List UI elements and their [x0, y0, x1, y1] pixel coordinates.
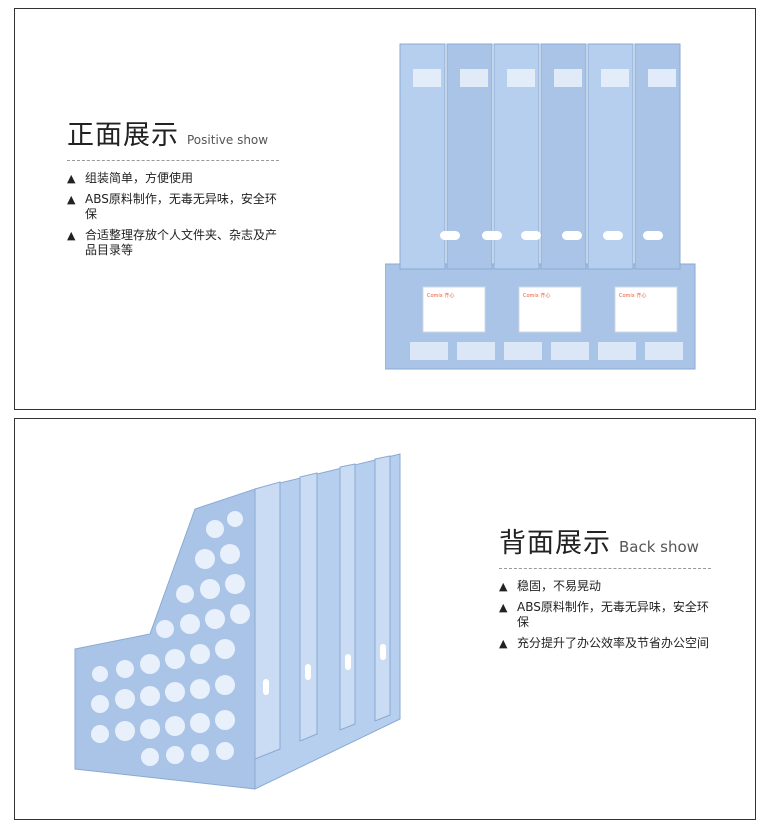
feature-item: ▲ 合适整理存放个人文件夹、杂志及产品目录等	[67, 228, 279, 258]
feature-text: ABS原料制作，无毒无异味，安全环保	[517, 600, 709, 629]
feature-item: ▲ 稳固，不易晃动	[499, 579, 711, 594]
front-bottom-vents	[410, 342, 683, 360]
front-grip-slots	[440, 231, 663, 240]
back-side-holes	[91, 511, 250, 766]
feature-text: 充分提升了办公效率及节省办公空间	[517, 636, 710, 650]
front-feature-list: ▲ 组装简单，方便使用 ▲ ABS原料制作，无毒无异味，安全环保 ▲ 合适整理存放个人…	[67, 171, 279, 258]
back-product-image	[74, 453, 401, 790]
front-view-panel: 正面展示 Positive show ▲ 组装简单，方便使用 ▲ ABS原料制作，无…	[14, 8, 756, 410]
front-divider	[67, 160, 279, 161]
back-slots	[263, 644, 386, 695]
back-top-ribs	[254, 455, 391, 760]
feature-item: ▲ ABS原料制作，无毒无异味，安全环保	[67, 192, 279, 222]
triangle-bullet-icon: ▲	[499, 637, 508, 650]
front-label-cards: Comix 齐心 Comix 齐心 Comix 齐心	[422, 286, 678, 333]
svg-text:Comix 齐心: Comix 齐心	[523, 292, 550, 299]
front-vent-pattern	[413, 69, 676, 87]
feature-text: 组装简单，方便使用	[85, 171, 194, 185]
front-title-en: Positive show	[187, 133, 269, 147]
feature-text: 合适整理存放个人文件夹、杂志及产品目录等	[85, 228, 278, 257]
svg-text:Comix 齐心: Comix 齐心	[427, 292, 454, 299]
front-heading: 正面展示 Positive show	[67, 113, 279, 152]
back-copy-block: 背面展示 Back show ▲ 稳固，不易晃动 ▲ ABS原料制作，无毒无异味，安…	[499, 521, 711, 657]
back-divider	[499, 568, 711, 569]
back-heading: 背面展示 Back show	[499, 521, 711, 560]
front-copy-block: 正面展示 Positive show ▲ 组装简单，方便使用 ▲ ABS原料制作，无…	[67, 113, 279, 264]
triangle-bullet-icon: ▲	[67, 193, 76, 206]
feature-item: ▲ 充分提升了办公效率及节省办公空间	[499, 636, 711, 651]
feature-text: ABS原料制作，无毒无异味，安全环保	[85, 192, 277, 221]
feature-item: ▲ ABS原料制作，无毒无异味，安全环保	[499, 600, 711, 630]
triangle-bullet-icon: ▲	[499, 580, 508, 593]
feature-text: 稳固，不易晃动	[517, 579, 602, 593]
front-product-image: Comix 齐心 Comix 齐心 Comix 齐心	[385, 43, 696, 370]
back-title-cn: 背面展示	[499, 528, 611, 559]
back-feature-list: ▲ 稳固，不易晃动 ▲ ABS原料制作，无毒无异味，安全环保 ▲ 充分提升了办公效率及…	[499, 579, 711, 651]
triangle-bullet-icon: ▲	[67, 229, 76, 242]
svg-text:Comix 齐心: Comix 齐心	[619, 292, 646, 299]
back-title-en: Back show	[619, 538, 699, 556]
back-view-panel: 背面展示 Back show ▲ 稳固，不易晃动 ▲ ABS原料制作，无毒无异味，安…	[14, 418, 756, 820]
triangle-bullet-icon: ▲	[67, 172, 76, 185]
triangle-bullet-icon: ▲	[499, 601, 508, 614]
front-title-cn: 正面展示	[67, 120, 179, 151]
feature-item: ▲ 组装简单，方便使用	[67, 171, 279, 186]
